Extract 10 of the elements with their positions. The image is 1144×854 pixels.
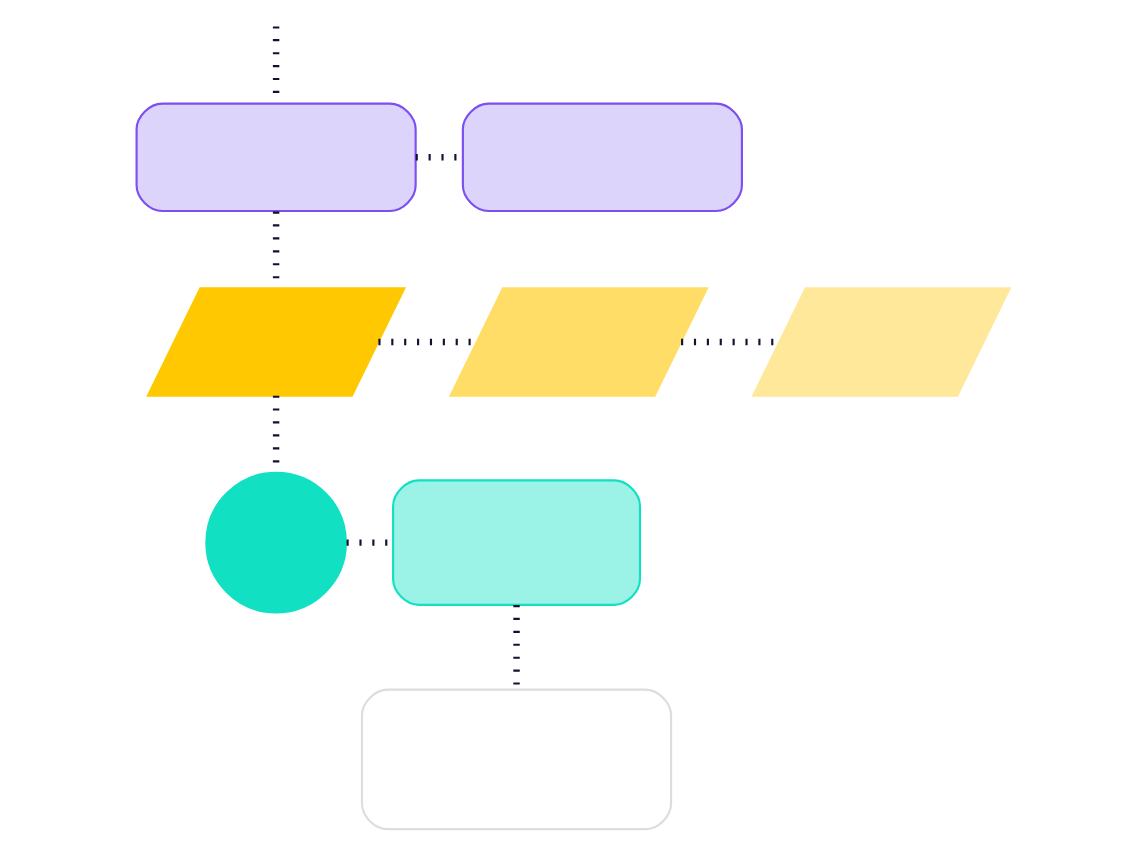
connector [377, 338, 476, 346]
node-box [134, 102, 416, 213]
node-parallelogram [447, 287, 708, 397]
node-box [391, 479, 641, 606]
connector [680, 338, 778, 346]
node-box [359, 688, 672, 831]
node-parallelogram [750, 287, 1011, 397]
node-box [460, 102, 742, 213]
node-parallelogram [145, 287, 406, 397]
node-circle [204, 471, 346, 614]
